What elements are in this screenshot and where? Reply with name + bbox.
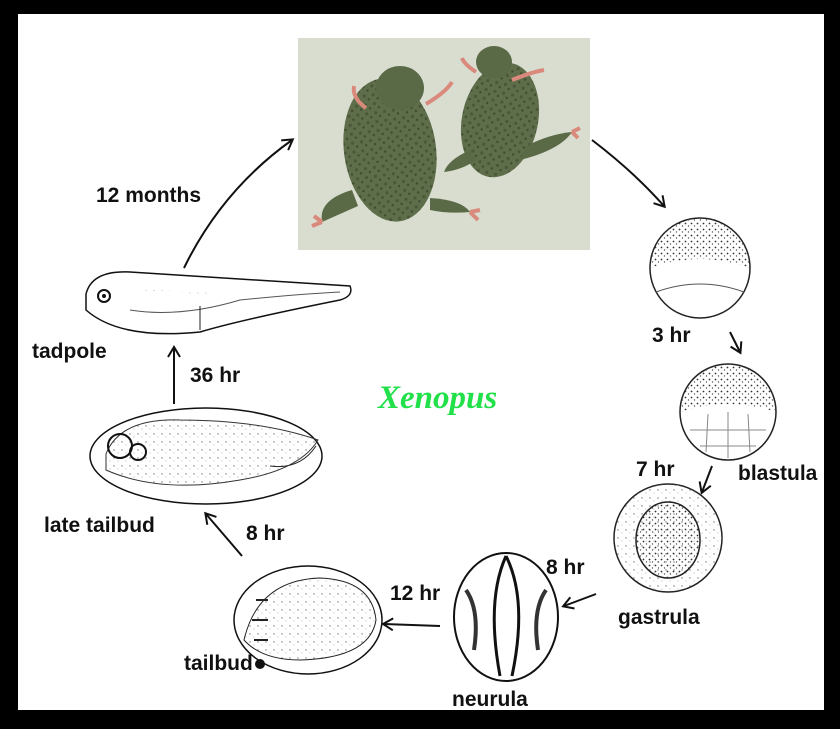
arrow-neurula-to-tailbud [384, 624, 440, 626]
tailbud-illustration [234, 566, 382, 674]
blastula-illustration [680, 364, 776, 460]
arrow-blastula-to-gastrula [702, 466, 712, 492]
duration-12-months: 12 months [96, 184, 201, 208]
neurula-illustration [454, 553, 558, 681]
tadpole-illustration [86, 272, 351, 334]
gastrula-illustration [614, 484, 722, 592]
arrow-egg-to-blastula [730, 332, 740, 352]
duration-12hr: 12 hr [390, 582, 440, 606]
diagram-title: Xenopus [378, 380, 497, 417]
arrow-gastrula-to-neurula [564, 594, 596, 606]
stage-label-tailbud: tailbud [184, 652, 253, 676]
duration-7hr: 7 hr [636, 458, 675, 482]
duration-8hr-tailbud: 8 hr [246, 522, 285, 546]
adult-frogs-photo [298, 38, 590, 250]
duration-36hr: 36 hr [190, 364, 240, 388]
stage-label-neurula: neurula [452, 688, 528, 712]
duration-8hr-gastrula: 8 hr [546, 556, 585, 580]
duration-3hr: 3 hr [652, 324, 691, 348]
arrow-tailbud-to-late [206, 514, 242, 556]
arrow-adult-to-egg [592, 140, 664, 206]
stage-label-tadpole: tadpole [32, 340, 107, 364]
egg-illustration [650, 218, 750, 318]
stage-label-blastula: blastula [738, 462, 817, 486]
late-tailbud-illustration [90, 408, 322, 504]
stage-label-late-tailbud: late tailbud [44, 514, 155, 538]
stage-label-gastrula: gastrula [618, 606, 700, 630]
